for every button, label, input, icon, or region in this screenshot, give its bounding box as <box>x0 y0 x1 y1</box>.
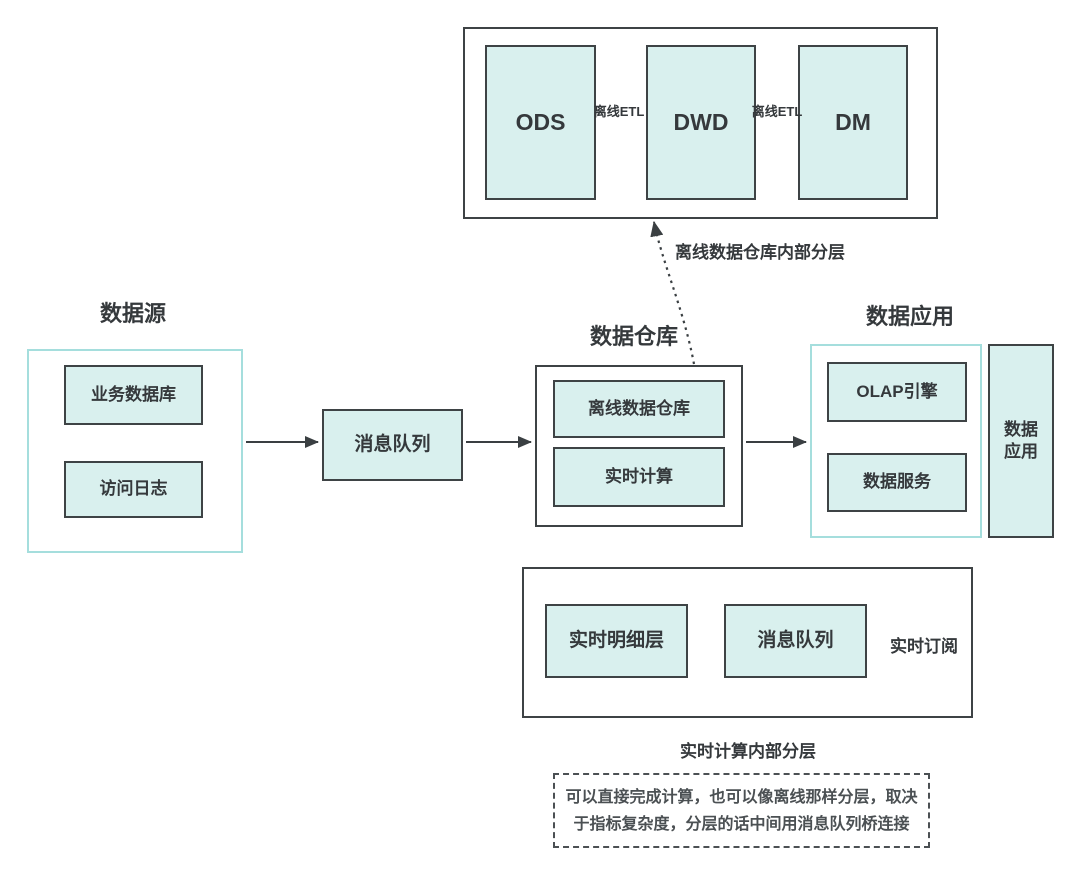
realtime-subscribe-label: 实时订阅 <box>890 637 958 656</box>
data-source-title: 数据源 <box>100 301 167 326</box>
note-box: 可以直接完成计算，也可以像离线那样分层，取决 于指标复杂度，分层的话中间用消息队… <box>553 773 930 848</box>
business-database-box: 业务数据库 <box>64 365 203 425</box>
realtime-layers-caption: 实时计算内部分层 <box>680 742 816 761</box>
realtime-message-queue-box: 消息队列 <box>724 604 867 678</box>
dm-box: DM <box>798 45 908 200</box>
data-application-title: 数据应用 <box>866 304 955 329</box>
offline-layers-caption: 离线数据仓库内部分层 <box>675 243 845 262</box>
realtime-computing-box: 实时计算 <box>553 447 725 507</box>
offline-etl-label-2: 离线ETL <box>751 104 803 119</box>
note-line1: 可以直接完成计算，也可以像离线那样分层，取决 <box>565 788 918 806</box>
dwd-box: DWD <box>646 45 756 200</box>
message-queue-box: 消息队列 <box>322 409 463 481</box>
data-service-box: 数据服务 <box>827 453 967 512</box>
offline-etl-label-1: 离线ETL <box>593 104 645 119</box>
data-application-side-label-line2: 应用 <box>1004 442 1038 461</box>
offline-data-warehouse-box: 离线数据仓库 <box>553 380 725 438</box>
olap-engine-box: OLAP引擎 <box>827 362 967 422</box>
data-warehouse-title: 数据仓库 <box>590 324 679 349</box>
ods-box: ODS <box>485 45 596 200</box>
access-log-box: 访问日志 <box>64 461 203 518</box>
data-application-side-label-line1: 数据 <box>1004 419 1038 439</box>
data-application-side-box: 数据 应用 <box>988 344 1054 538</box>
note-line2: 于指标复杂度，分层的话中间用消息队列桥连接 <box>573 815 910 833</box>
realtime-detail-layer-box: 实时明细层 <box>545 604 688 678</box>
